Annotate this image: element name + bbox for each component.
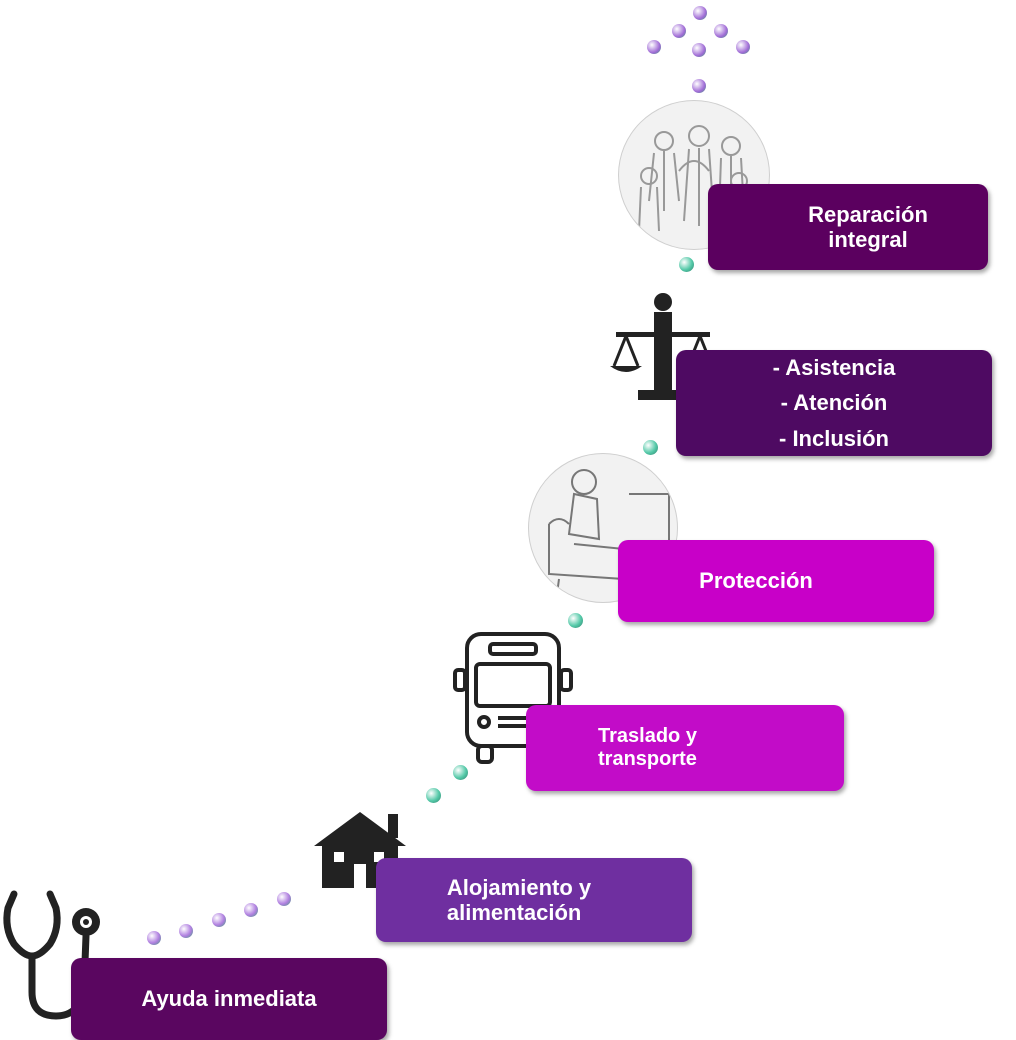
dot [212,913,226,927]
step-reparacion-integral: Reparación integral [708,184,988,270]
dot [692,79,706,93]
dot [147,931,161,945]
dot [714,24,728,38]
dot [679,257,694,272]
dot [426,788,441,803]
step-item-asistencia: - Asistencia [772,355,896,381]
step-item-inclusion: - Inclusión [779,425,889,451]
dot [277,892,291,906]
dot [736,40,750,54]
step-label: Ayuda inmediata [141,986,317,1012]
step-asistencia-atencion-inclusion: - Asistencia - Atención - Inclusión [676,350,992,456]
step-alojamiento-alimentacion: Alojamiento y alimentación [376,858,692,942]
step-label: Alojamiento y alimentación [446,874,592,925]
step-label: Traslado y transporte [598,725,697,770]
step-ayuda-inmediata: Ayuda inmediata [71,958,387,1040]
dot [672,24,686,38]
step-item-atencion: - Atención [780,390,888,416]
dot [647,40,661,54]
dot [692,43,706,57]
step-traslado-transporte: Traslado y transporte [526,705,844,791]
bus-icon [452,630,574,764]
dot [643,440,658,455]
step-label: Protección [699,568,813,594]
dot [453,765,468,780]
step-label: Reparación integral [808,201,928,252]
dot [693,6,707,20]
step-proteccion: Protección [618,540,934,622]
dot [179,924,193,938]
dot [568,613,583,628]
dot [244,903,258,917]
